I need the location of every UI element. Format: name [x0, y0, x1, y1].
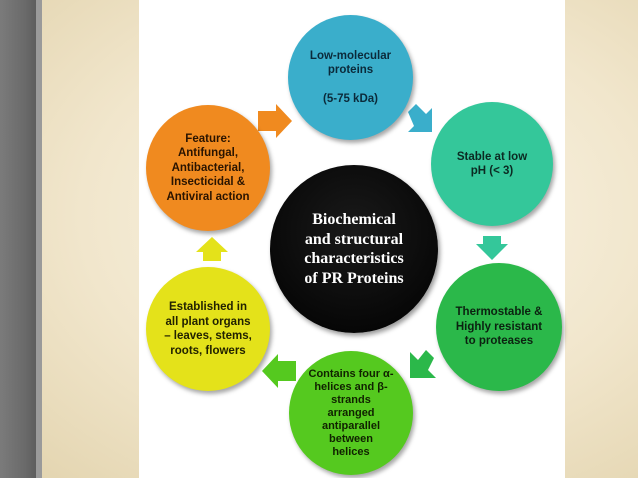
node-helices-text: Contains four α- helices and β- strands …	[308, 367, 394, 458]
node-thermostable: Thermostable & Highly resistant to prote…	[436, 263, 562, 391]
node-low-molecular-text: Low-molecular proteins (5-75 kDa)	[309, 49, 392, 106]
side-bar	[0, 0, 36, 478]
node-helices: Contains four α- helices and β- strands …	[289, 351, 413, 475]
node-thermostable-text: Thermostable & Highly resistant to prote…	[455, 306, 543, 348]
arrow-helices-to-plantorgans	[258, 352, 300, 388]
arrow-stable-to-thermostable	[474, 232, 510, 262]
node-stable-ph-text: Stable at low pH (< 3)	[456, 150, 528, 178]
center-circle: Biochemical and structural characteristi…	[270, 165, 438, 333]
arrow-thermostable-to-helices	[403, 348, 443, 386]
arrow-plantorgans-to-feature	[194, 236, 230, 264]
node-low-molecular: Low-molecular proteins (5-75 kDa)	[288, 15, 413, 140]
node-feature: Feature: Antifungal, Antibacterial, Inse…	[146, 105, 270, 231]
arrow-feature-to-lowmolecular	[252, 103, 294, 139]
node-stable-ph: Stable at low pH (< 3)	[431, 102, 553, 226]
side-stripe	[36, 0, 42, 478]
center-title: Biochemical and structural characteristi…	[304, 211, 404, 287]
node-feature-text: Feature: Antifungal, Antibacterial, Inse…	[166, 132, 250, 203]
arrow-lowmolecular-to-stable	[404, 100, 442, 140]
node-plant-organs-text: Established in all plant organs – leaves…	[164, 301, 252, 357]
node-plant-organs: Established in all plant organs – leaves…	[146, 267, 270, 391]
